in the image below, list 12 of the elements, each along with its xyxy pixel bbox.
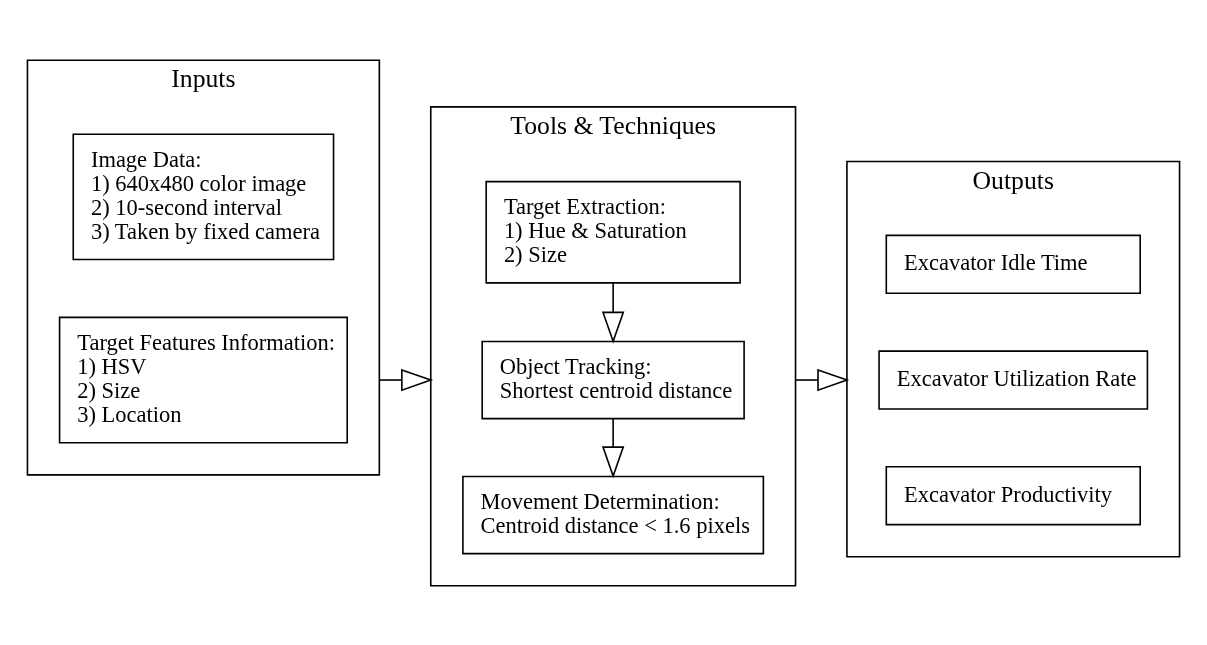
node-box: Movement Determination: Centroid distance < 1.6 pixels: [462, 475, 765, 554]
arrow: [378, 368, 434, 391]
node-box: Object Tracking: Shortest centroid distance: [481, 340, 745, 419]
node-box: Image Data: 1) 640x480 color image 2) 10-second interval 3) Taken by fixed camera: [72, 132, 335, 260]
arrow: [601, 417, 625, 478]
node-box: Target Features Information: 1) HSV 2) Size 3) Location: [58, 316, 348, 443]
node-box: Target Extraction: 1) Hue & Saturation 2) Size: [485, 180, 741, 284]
arrow: [794, 368, 850, 391]
node-box: Excavator Productivity: [885, 465, 1141, 525]
node-box: Excavator Utilization Rate: [878, 349, 1149, 410]
arrow: [601, 281, 625, 344]
node-box: Excavator Idle Time: [885, 234, 1141, 294]
